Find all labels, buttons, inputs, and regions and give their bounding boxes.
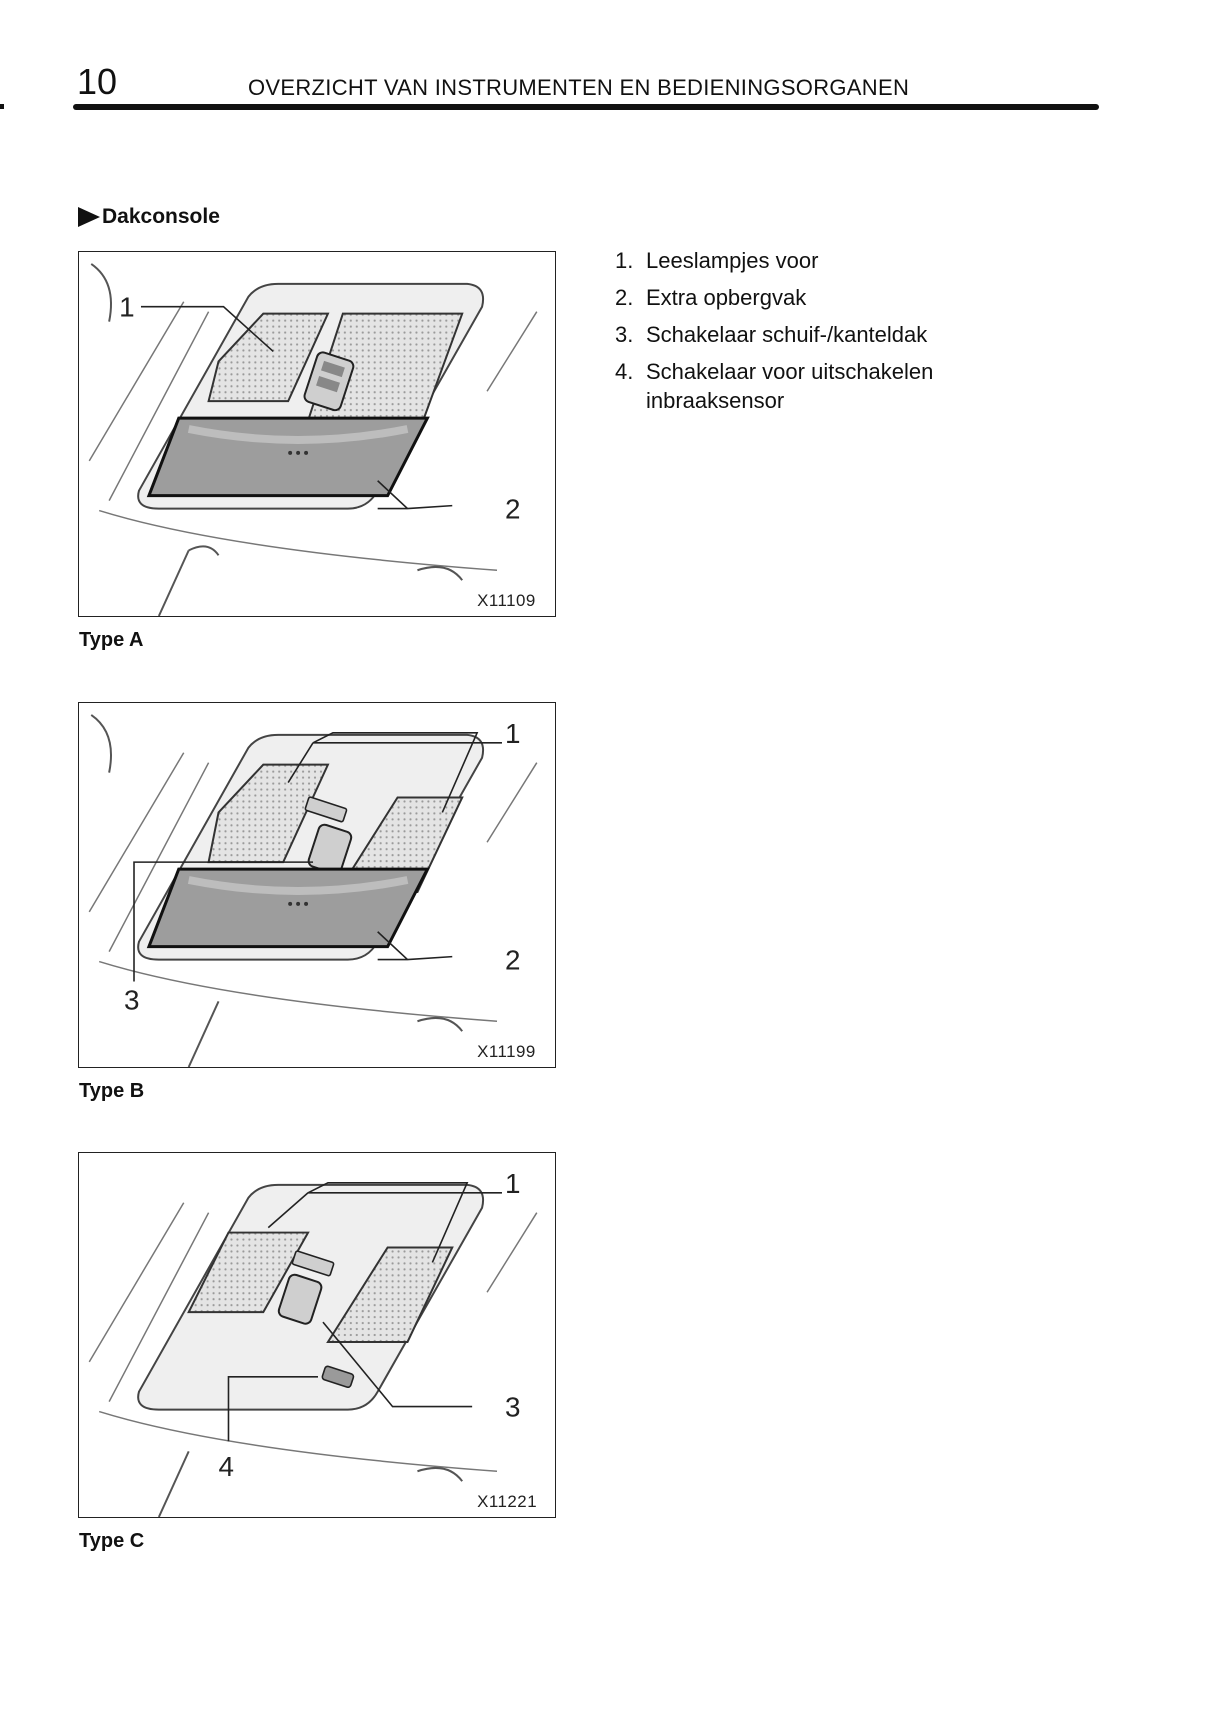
page-number: 10 xyxy=(77,61,118,102)
header-rule xyxy=(73,104,1099,110)
figure-code: X11109 xyxy=(477,591,536,610)
page-edge-mark xyxy=(0,104,4,109)
illustration-overhead-console-c: 1 3 4 X11221 xyxy=(88,1168,538,1517)
figure-type-c: 1 3 4 X11221 xyxy=(78,1152,556,1518)
section-title: Dakconsole xyxy=(78,205,220,229)
callout-number: 1 xyxy=(505,1168,520,1199)
legend-item: 1.Leeslampjes voor xyxy=(615,248,819,273)
illustration-overhead-console-b: 1 2 3 X11199 xyxy=(88,714,538,1067)
figure-caption-type-a: Type A xyxy=(79,629,144,651)
legend-item: 2.Extra opbergvak xyxy=(615,285,807,310)
callout-number: 3 xyxy=(505,1392,520,1423)
figure-caption-type-c: Type C xyxy=(79,1530,145,1552)
illustration-overhead-console-a: 1 2 X11109 xyxy=(88,263,538,616)
legend-item: 4.Schakelaar voor uitschakelen inbraakse… xyxy=(615,359,934,413)
callout-number: 3 xyxy=(124,984,139,1015)
callout-number: 1 xyxy=(505,718,520,749)
figure-caption-type-b: Type B xyxy=(79,1080,145,1102)
figure-type-a: 1 2 X11109 xyxy=(78,251,556,617)
callout-number: 2 xyxy=(505,945,520,976)
legend-item: 3.Schakelaar schuif-/kanteldak xyxy=(615,322,928,347)
callout-number: 2 xyxy=(505,494,520,525)
figure-code: X11221 xyxy=(477,1492,537,1511)
figure-type-b: 1 2 3 X11199 xyxy=(78,702,556,1068)
page-header-title: OVERZICHT VAN INSTRUMENTEN EN BEDIENINGS… xyxy=(248,75,910,100)
section-title-text: Dakconsole xyxy=(102,205,220,228)
figure-code: X11199 xyxy=(477,1042,536,1061)
legend-list: 1.Leeslampjes voor 2.Extra opbergvak 3.S… xyxy=(615,246,1035,423)
callout-number: 4 xyxy=(219,1451,234,1482)
triangle-bullet-icon xyxy=(78,207,100,227)
callout-number: 1 xyxy=(119,292,134,323)
